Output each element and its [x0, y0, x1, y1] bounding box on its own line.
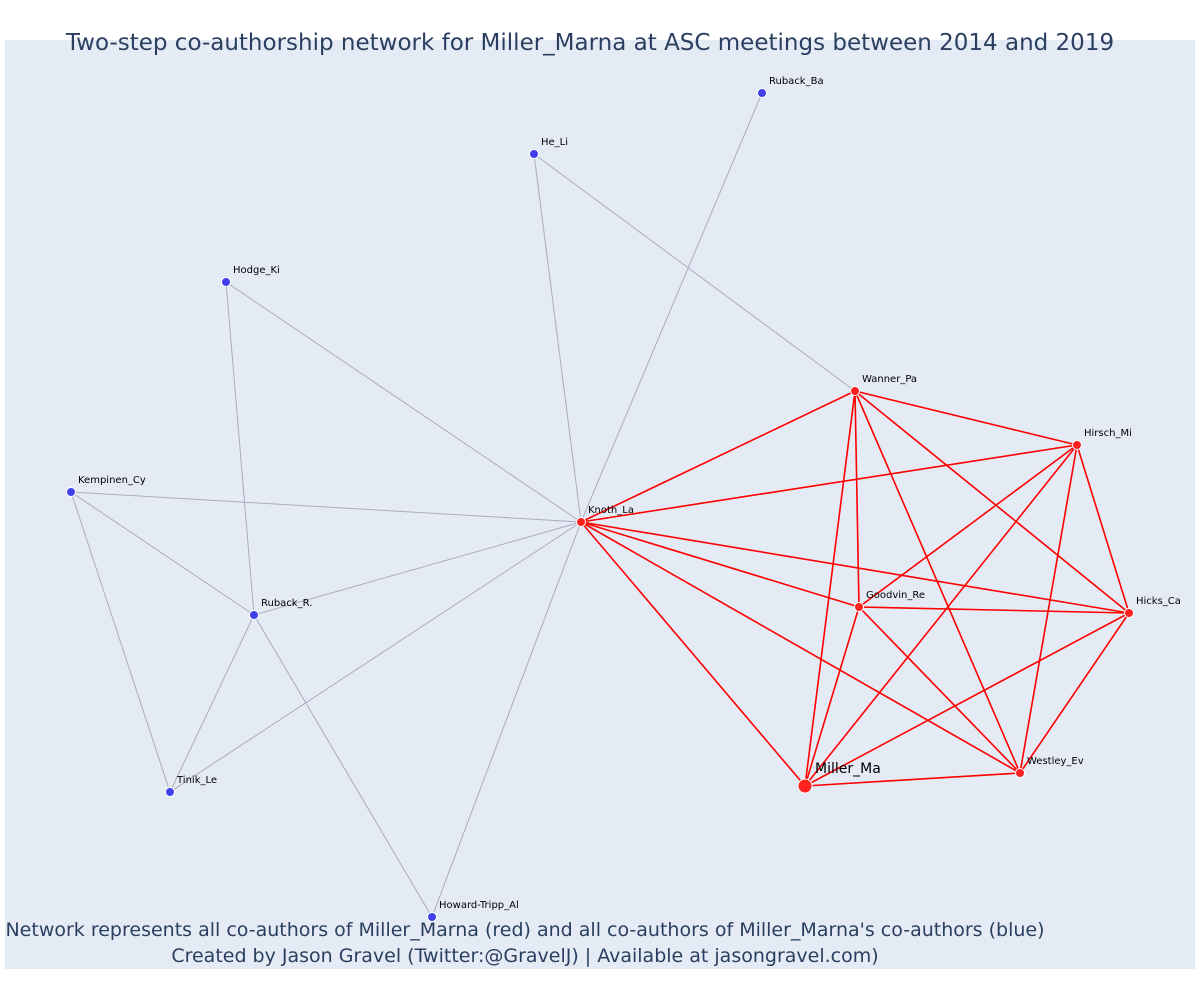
edge-Knoth_La-Hirsch_Mi: [580, 444, 1078, 523]
edge-Knoth_La-Ruback_R.: [253, 521, 582, 616]
edge-Knoth_La-Tinik_Le: [169, 521, 582, 793]
edge-Miller_Ma-Goodvin_Re: [804, 606, 860, 787]
edge-Wanner_Pa-Westley_Ev: [854, 390, 1021, 774]
node-label-Miller_Ma: Miller_Ma: [815, 761, 881, 777]
edge-Knoth_La-He_Li: [533, 153, 582, 523]
edge-Ruback_R.-Tinik_Le: [169, 614, 255, 793]
chart-title: Two-step co-authorship network for Mille…: [65, 30, 1115, 56]
edge-Knoth_La-Kempinen_Cy: [70, 491, 582, 523]
footer-line-2: Created by Jason Gravel (Twitter:@Gravel…: [171, 945, 879, 967]
edge-Kempinen_Cy-Tinik_Le: [70, 491, 171, 793]
edge-Knoth_La-Ruback_Ba: [580, 92, 763, 523]
edge-Miller_Ma-Hicks_Ca: [804, 612, 1130, 787]
edge-Hicks_Ca-Westley_Ev: [1019, 612, 1130, 774]
edge-Hirsch_Mi-Goodvin_Re: [858, 444, 1078, 608]
node-Westley_Ev[interactable]: [1015, 768, 1025, 778]
edge-Goodvin_Re-Hicks_Ca: [858, 606, 1130, 614]
node-label-He_Li: He_Li: [541, 137, 568, 148]
edge-Knoth_La-Wanner_Pa: [580, 390, 856, 523]
edge-Wanner_Pa-Goodvin_Re: [854, 390, 860, 608]
node-label-Hirsch_Mi: Hirsch_Mi: [1084, 428, 1132, 439]
node-label-Knoth_La: Knoth_La: [588, 505, 634, 516]
edge-Knoth_La-Westley_Ev: [580, 521, 1021, 774]
node-Wanner_Pa[interactable]: [850, 386, 860, 396]
edge-Kempinen_Cy-Ruback_R.: [70, 491, 255, 616]
node-He_Li[interactable]: [529, 149, 539, 159]
node-label-Hicks_Ca: Hicks_Ca: [1136, 596, 1181, 607]
node-label-Westley_Ev: Westley_Ev: [1027, 756, 1084, 767]
node-Goodvin_Re[interactable]: [854, 602, 864, 612]
node-Tinik_Le[interactable]: [165, 787, 175, 797]
edge-Miller_Ma-Wanner_Pa: [804, 390, 856, 787]
edge-Hodge_Ki-Ruback_R.: [225, 281, 255, 616]
node-label-Tinik_Le: Tinik_Le: [176, 775, 217, 786]
edge-Miller_Ma-Westley_Ev: [804, 772, 1021, 787]
edges-layer: [70, 92, 1130, 918]
edge-Ruback_R.-Howard-Tripp_Al: [253, 614, 433, 918]
node-label-Ruback_Ba: Ruback_Ba: [769, 76, 824, 87]
edge-Hirsch_Mi-Westley_Ev: [1019, 444, 1078, 774]
node-Knoth_La[interactable]: [576, 517, 586, 527]
footer-line-1: Network represents all co-authors of Mil…: [5, 919, 1045, 941]
edge-Knoth_La-Howard-Tripp_Al: [431, 521, 582, 918]
node-Hicks_Ca[interactable]: [1124, 608, 1134, 618]
edge-Knoth_La-Hicks_Ca: [580, 521, 1130, 614]
node-label-Hodge_Ki: Hodge_Ki: [233, 265, 280, 276]
edge-He_Li-Wanner_Pa: [533, 153, 856, 392]
node-Ruback_R.[interactable]: [249, 610, 259, 620]
edge-Goodvin_Re-Westley_Ev: [858, 606, 1021, 774]
edge-Knoth_La-Hodge_Ki: [225, 281, 582, 523]
node-Howard-Tripp_Al[interactable]: [427, 912, 437, 922]
edge-Miller_Ma-Knoth_La: [580, 521, 806, 787]
edge-Hirsch_Mi-Hicks_Ca: [1076, 444, 1130, 614]
node-label-Kempinen_Cy: Kempinen_Cy: [78, 475, 146, 486]
edge-Knoth_La-Goodvin_Re: [580, 521, 860, 608]
node-label-Howard-Tripp_Al: Howard-Tripp_Al: [439, 900, 519, 911]
footer-caption: Network represents all co-authors of Mil…: [0, 917, 1050, 969]
edge-Wanner_Pa-Hicks_Ca: [854, 390, 1130, 614]
node-Hodge_Ki[interactable]: [221, 277, 231, 287]
nodes-layer: [66, 88, 1134, 922]
node-Kempinen_Cy[interactable]: [66, 487, 76, 497]
node-Hirsch_Mi[interactable]: [1072, 440, 1082, 450]
node-label-Goodvin_Re: Goodvin_Re: [866, 590, 925, 601]
node-Miller_Ma[interactable]: [797, 778, 813, 794]
edge-Wanner_Pa-Hirsch_Mi: [854, 390, 1078, 446]
node-Ruback_Ba[interactable]: [757, 88, 767, 98]
node-label-Ruback_R.: Ruback_R.: [261, 598, 312, 609]
labels-layer: Miller_Ma Knoth_La Wanner_PaHirsch_MiGoodv…: [78, 76, 1181, 911]
edge-Miller_Ma-Hirsch_Mi: [804, 444, 1078, 787]
node-label-Wanner_Pa: Wanner_Pa: [862, 374, 917, 385]
